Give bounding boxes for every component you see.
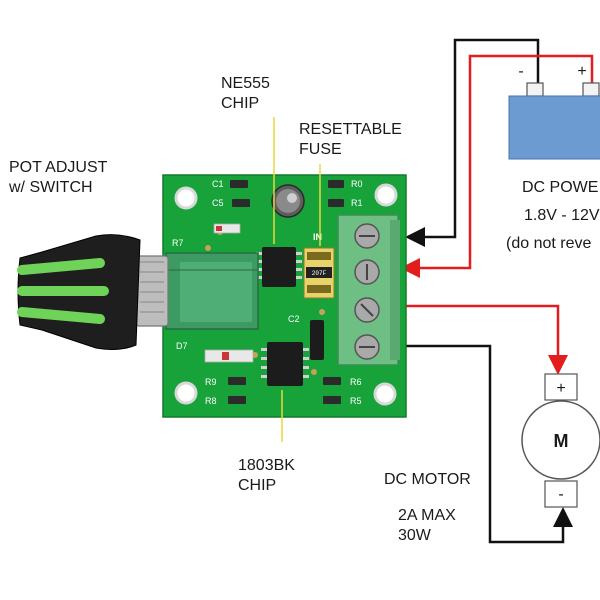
resettable-fuse: 207F	[303, 247, 335, 299]
battery-minus-sign: -	[518, 63, 523, 80]
smd-r8	[228, 396, 246, 404]
label-1803bk-line1: 1803BK	[238, 457, 295, 474]
silk-c5: C5	[212, 198, 224, 208]
smd-r9	[228, 377, 246, 385]
terminal-screw	[354, 334, 380, 360]
wire-motor-positive	[400, 304, 568, 375]
screw-terminal-block	[337, 214, 400, 366]
smd-r0	[328, 180, 344, 188]
electrolytic-capacitor	[271, 184, 305, 218]
silk-in: IN	[313, 232, 322, 242]
silk-r5: R5	[350, 396, 362, 406]
smd-r1	[328, 199, 344, 207]
label-1803bk-line2: CHIP	[238, 477, 276, 494]
silk-r0: R0	[351, 179, 363, 189]
label-fuse-line1: RESETTABLE	[299, 121, 402, 138]
label-power-line1: DC POWE	[522, 179, 598, 196]
label-pot-line1: POT ADJUST	[9, 159, 108, 176]
label-fuse-line2: FUSE	[299, 141, 342, 158]
pcb-board: 207F C1 C5 R7 C2 D7 R9 R8 R0 R1 R6 R5	[162, 174, 407, 418]
battery: - +	[508, 63, 600, 160]
battery-positive-terminal	[582, 82, 600, 97]
silk-c1: C1	[212, 179, 224, 189]
motor-plus-sign: +	[556, 380, 565, 397]
motor-circle	[521, 400, 600, 480]
battery-plus-sign: +	[577, 63, 586, 80]
potentiometer-housing	[165, 252, 259, 330]
potentiometer-knob	[17, 234, 169, 350]
silk-r1: R1	[351, 198, 363, 208]
label-motor-line2: 2A MAX	[398, 507, 456, 524]
silk-r9: R9	[205, 377, 217, 387]
wire-power-positive	[400, 54, 594, 278]
motor-positive-terminal	[544, 373, 578, 401]
label-power-line3: (do not reve	[506, 235, 591, 252]
motor-minus-sign: -	[558, 486, 563, 503]
battery-negative-terminal	[526, 82, 544, 97]
ne555-chip	[256, 247, 302, 287]
chip-1803bk	[261, 342, 309, 386]
smd-c5	[232, 199, 250, 207]
motor-negative-terminal	[544, 480, 578, 508]
battery-body	[508, 95, 600, 160]
silk-c2: C2	[288, 314, 300, 324]
silk-r6: R6	[350, 377, 362, 387]
terminal-screw	[354, 297, 380, 323]
smd-diode-right	[310, 320, 324, 360]
silk-r7: R7	[172, 238, 184, 248]
motor-symbol: + M -	[521, 373, 600, 508]
mounting-holes	[174, 183, 398, 406]
silk-d7: D7	[176, 341, 188, 351]
label-motor-line3: 30W	[398, 527, 432, 544]
terminal-screw	[354, 223, 380, 249]
label-pot-line2: w/ SWITCH	[8, 179, 93, 196]
knob-grip-stripe	[17, 307, 105, 324]
label-ne555-line2: CHIP	[221, 95, 259, 112]
smd-r6	[323, 377, 341, 385]
terminal-screw	[354, 259, 380, 285]
label-ne555-line1: NE555	[221, 75, 270, 92]
smd-diode-top	[213, 223, 241, 234]
smd-c1	[230, 180, 248, 188]
silk-r8: R8	[205, 396, 217, 406]
label-power-line2: 1.8V - 12V	[524, 207, 600, 224]
smd-r5	[323, 396, 341, 404]
fuse-marking: 207F	[312, 270, 327, 277]
wire-motor-negative	[400, 344, 573, 544]
knob-shaft-nut	[135, 255, 169, 327]
motor-letter: M	[554, 431, 569, 451]
label-motor-line1: DC MOTOR	[384, 471, 471, 488]
knob-grip-stripe	[17, 258, 105, 275]
